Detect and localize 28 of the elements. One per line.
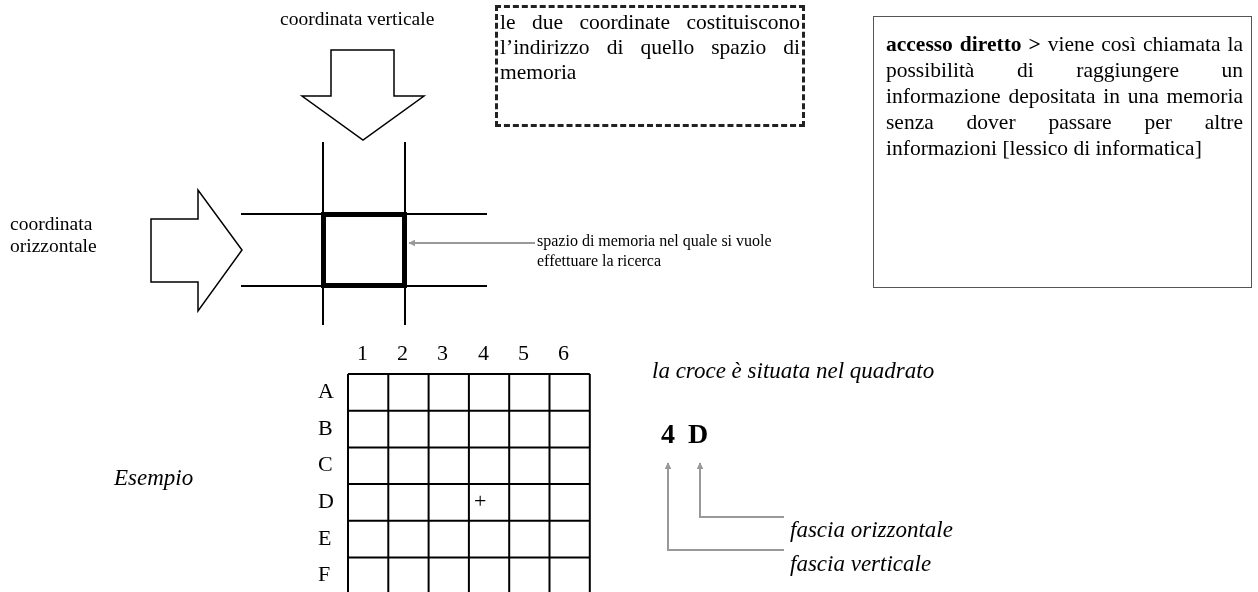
arrow-label: coordinata verticale [280,8,436,31]
column-number: 1 [357,340,369,366]
row-letter: B [318,415,334,441]
address-part: D [688,417,718,451]
row-letter: D [318,488,335,514]
note-box: le due coordinate costituiscono l’indirizzo di quello spazio di memoria [495,5,805,127]
column-number: 2 [397,340,409,366]
example-label: Esempio [114,465,195,492]
callout-text: fascia verticale [790,550,980,580]
row-letter: E [318,525,333,551]
leader-line [408,239,536,247]
row-letter: F [318,561,332,587]
leader-line [664,462,785,551]
arrow-label: coordinata orizzontale [10,213,98,258]
column-number: 5 [518,340,530,366]
memory-cell-square [321,212,407,288]
row-letter: C [318,451,334,477]
column-number: 6 [558,340,570,366]
address-part: 4 [661,417,681,451]
row-letter: A [318,378,335,404]
callout-text: spazio di memoria nel quale si vuole effettuare la ricerca [537,231,812,275]
column-number: 3 [437,340,449,366]
column-number: 4 [478,340,490,366]
definition-box: accesso diretto > viene così chiamata la possibilità di raggiungere un informazione depositata in una memoria senza dover passare per altre informazioni [lessico di informatica] [873,16,1252,288]
example-note: la croce è situata nel quadrato [652,358,936,385]
leader-line [696,462,785,518]
cross-mark: + [474,488,488,514]
callout-text: fascia orizzontale [790,516,980,546]
